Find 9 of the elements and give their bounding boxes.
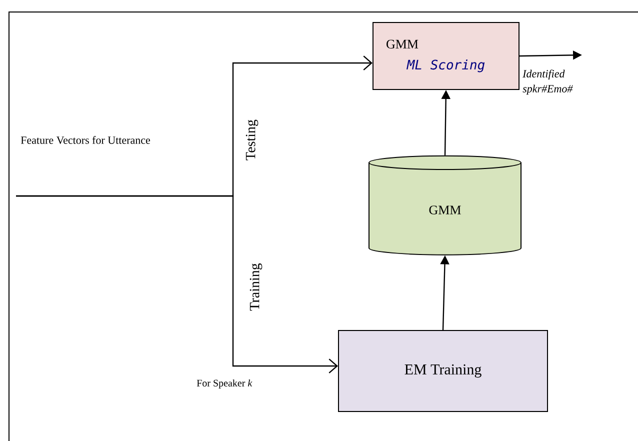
text-label: For Speaker k: [196, 379, 252, 389]
edge-label: Identified spkr#Emo#: [522, 70, 573, 95]
edge-label: Testing: [246, 120, 258, 160]
database-cylinder: GMM: [368, 155, 522, 256]
edge-label: Training: [250, 263, 262, 311]
arrow: [16, 195, 338, 374]
process-box: EM Training: [338, 330, 548, 412]
text-label: Feature Vectors for Utterance: [20, 136, 150, 144]
scoring-box: GMM ML Scoring: [372, 22, 520, 90]
